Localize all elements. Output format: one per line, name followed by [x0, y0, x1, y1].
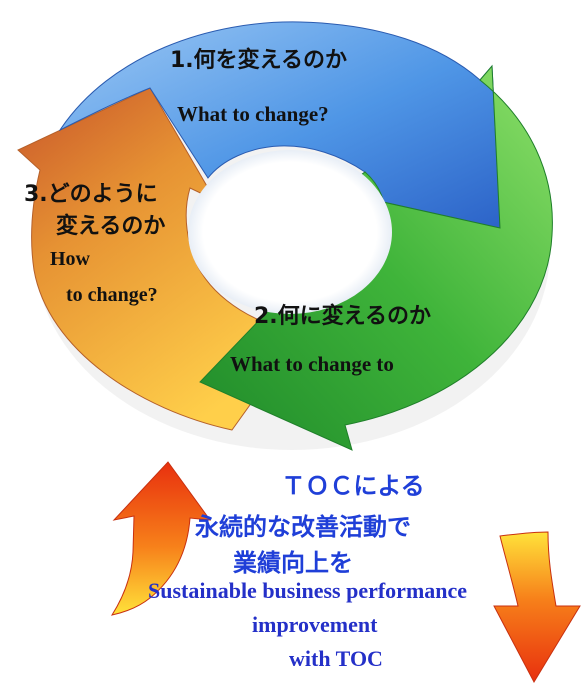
step-1-en-label: What to change? — [177, 102, 329, 126]
step-2-en-label: What to change to — [230, 352, 394, 376]
step-1-jp-label: 1.何を変えるのか — [170, 48, 348, 73]
caption-en-line3: with TOC — [289, 646, 383, 671]
caption-en-line2: improvement — [252, 612, 378, 637]
step-3-en-label-line2: to change? — [66, 284, 158, 306]
step-3-en-label-line1: How — [50, 248, 90, 270]
step-3-jp-label-line1: 3.どのように — [24, 182, 158, 207]
step-3-jp-label-line2: 変えるのか — [56, 214, 166, 239]
caption-jp-line1: ＴＯＣによる — [281, 472, 425, 500]
step-2-jp-label: 2.何に変えるのか — [254, 304, 432, 329]
caption-jp-line2: 永続的な改善活動で — [195, 513, 411, 541]
cycle-center-hole — [188, 150, 392, 314]
cycle-segment-3-orange — [17, 87, 301, 431]
down-arrow-icon — [493, 531, 581, 684]
up-arrow-icon — [110, 461, 212, 616]
caption-jp-line3: 業績向上を — [233, 549, 353, 577]
caption-en-line1: Sustainable business performance — [148, 578, 468, 603]
